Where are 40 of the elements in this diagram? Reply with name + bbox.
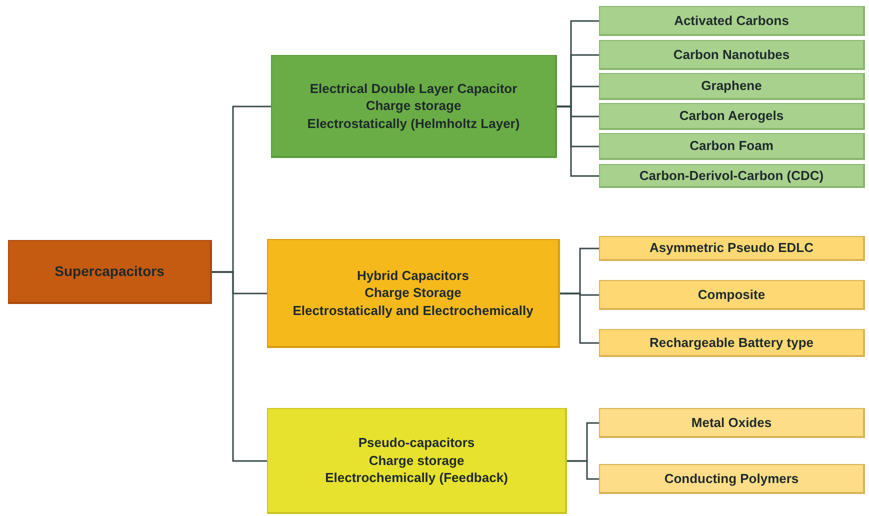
box-text: Carbon Aerogels: [679, 107, 784, 125]
box-text: Conducting Polymers: [664, 470, 799, 488]
box-text: Carbon Nanotubes: [673, 46, 790, 64]
box-text: Electrochemically (Feedback): [325, 469, 508, 487]
connector-line: [557, 106, 599, 177]
box-text: Carbon Foam: [690, 137, 774, 155]
box-text: Asymmetric Pseudo EDLC: [650, 239, 814, 257]
type-box: [599, 6, 865, 36]
box-text: Activated Carbons: [674, 12, 789, 30]
box-text: Charge Storage: [364, 284, 462, 302]
type-box: [599, 236, 865, 261]
type-box: [599, 73, 865, 100]
type-box: [599, 408, 865, 438]
box-text: Carbon-Derivol-Carbon (CDC): [639, 166, 824, 184]
type-box: [599, 329, 865, 357]
category-box: [267, 408, 567, 514]
type-box: [599, 464, 865, 494]
box-text: Hybrid Capacitors: [357, 266, 469, 284]
root-box: [8, 240, 212, 304]
connector-line: [212, 271, 267, 462]
box-text: Electrical Double Layer Capacitor: [310, 80, 518, 98]
box-text: Electrostatically and Electrochemically: [292, 302, 534, 320]
type-box: [599, 103, 865, 130]
box-text: Composite: [698, 286, 766, 304]
box-text: Rechargeable Battery type: [649, 334, 814, 352]
box-text: Pseudo-capacitors: [358, 434, 475, 452]
box-text: Charge storage: [368, 452, 464, 470]
box-text: Supercapacitors: [54, 262, 164, 281]
type-box: [599, 164, 865, 188]
box-text: Electrostatically (Helmholtz Layer): [307, 114, 520, 132]
type-box: [599, 280, 865, 310]
connector-line: [567, 460, 599, 480]
category-box: [271, 55, 557, 158]
connector-line: [560, 292, 599, 344]
type-box: [599, 40, 865, 70]
box-text: Metal Oxides: [691, 414, 772, 432]
type-box: [599, 133, 865, 160]
box-text: Charge storage: [366, 97, 462, 115]
category-box: [267, 239, 560, 348]
box-text: Graphene: [701, 77, 762, 95]
